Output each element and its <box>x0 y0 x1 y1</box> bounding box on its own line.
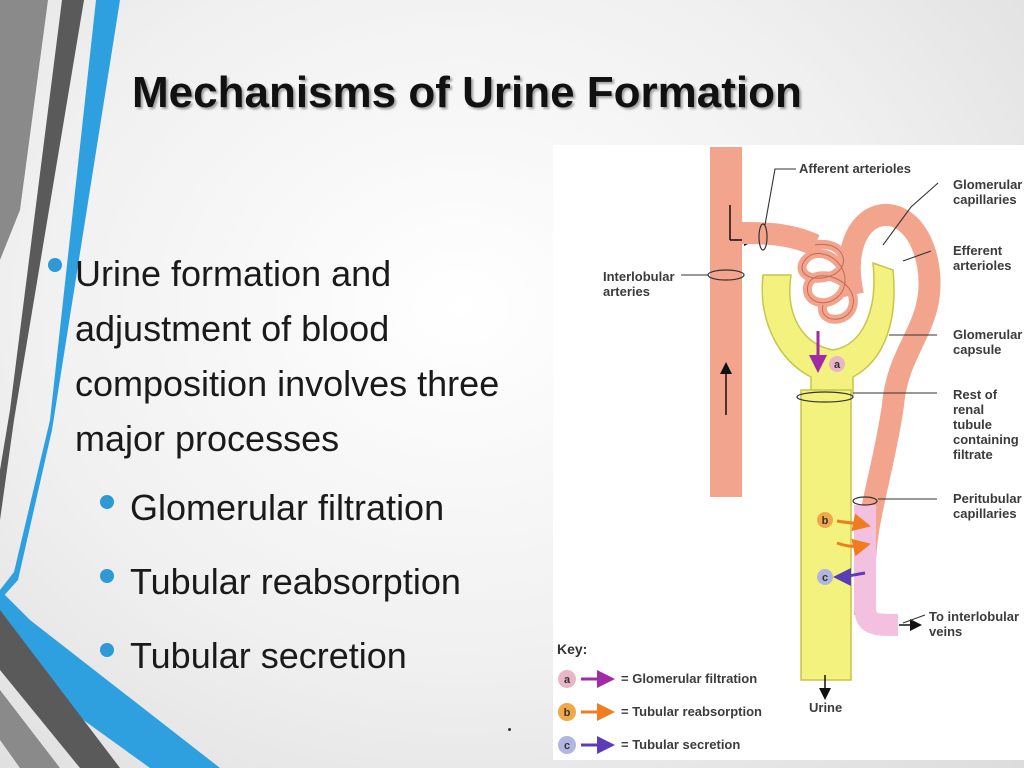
cuff-peritubular <box>852 496 878 506</box>
key-marker-b <box>558 703 576 721</box>
label-afferent: Afferent arterioles <box>799 161 911 176</box>
reabsorption-arrow-1 <box>836 513 871 532</box>
stripe-dark-lower <box>0 610 120 768</box>
key-label-filtration: = Glomerular filtration <box>621 671 758 686</box>
leader-lines <box>681 168 939 624</box>
glomerular-capsule <box>761 261 895 396</box>
key-marker-a <box>558 670 576 688</box>
key-letter-b: b <box>564 707 571 719</box>
main-bullet: Urine formation and adjustment of blood … <box>48 246 528 466</box>
marker-c-text: c <box>822 572 828 584</box>
label-glomerular-capsule: Glomerular capsule <box>953 327 1023 357</box>
bullet-dot <box>100 495 114 509</box>
marker-a-text: a <box>834 359 841 371</box>
key-marker-c <box>558 736 576 754</box>
nephron-illustration: a b c a b c <box>558 147 941 754</box>
sub-bullet-1: Glomerular filtration <box>100 486 444 530</box>
stripe-gray-lower <box>0 690 60 768</box>
bullet-dot <box>48 258 62 272</box>
cuff-afferent <box>758 223 768 251</box>
marker-c <box>817 569 833 585</box>
cuff-tubule <box>796 391 854 403</box>
afferent-arteriole <box>741 222 820 256</box>
decorative-stripes <box>0 0 220 768</box>
marker-b-text: b <box>822 515 829 527</box>
sub-bullet-3: Tubular secretion <box>100 634 407 678</box>
label-efferent: Efferent arterioles <box>953 243 1012 273</box>
main-bullet-text: Urine formation and adjustment of blood … <box>75 253 500 459</box>
sub-bullet-2: Tubular reabsorption <box>100 560 461 604</box>
label-urine: Urine <box>809 700 843 715</box>
label-peritubular: Peritubular capillaries <box>953 491 1022 521</box>
marker-b <box>817 512 833 528</box>
secretion-arrow <box>833 567 866 586</box>
bullet-dot <box>100 569 114 583</box>
bullet-dot <box>100 643 114 657</box>
nephron-diagram: a b c a b c <box>553 145 1024 760</box>
label-glomerular-capillaries: Glomerular capillaries <box>953 177 1023 207</box>
footnote-mark <box>508 728 511 731</box>
key-title: Key: <box>557 641 588 657</box>
peritubular-lower <box>854 505 899 636</box>
key-letter-a: a <box>564 674 571 686</box>
key-label-reabsorption: = Tubular reabsorption <box>621 704 762 719</box>
key-label-secretion: = Tubular secretion <box>621 737 741 752</box>
renal-tubule <box>800 389 852 681</box>
glomerulus-outline <box>801 243 854 320</box>
interlobular-artery <box>710 147 742 497</box>
stripe-gray <box>0 0 48 260</box>
label-to-veins: To interlobular veins <box>929 609 1020 639</box>
stripe-blue <box>0 0 120 600</box>
key-letter-c: c <box>564 740 570 752</box>
slide-title: Mechanisms of Urine Formation <box>132 68 802 117</box>
reabsorption-arrow-2 <box>836 538 871 557</box>
label-rest-of-tubule: Rest of renal tubule containing filtrate <box>953 387 1019 462</box>
label-interlobular-arteries: Interlobular arteries <box>603 269 675 299</box>
marker-a <box>829 356 845 372</box>
